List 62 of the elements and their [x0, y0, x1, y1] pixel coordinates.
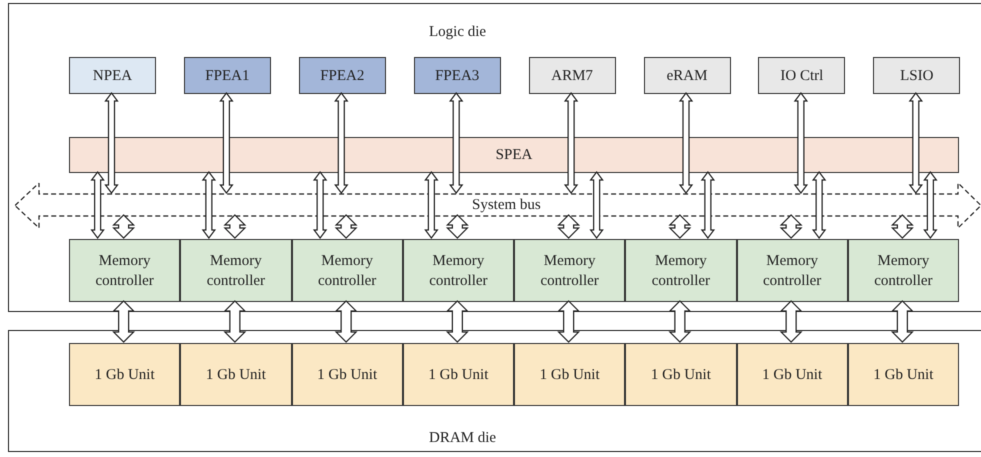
module-box: IO Ctrl	[758, 57, 846, 94]
double-arrow	[908, 92, 923, 194]
double-arrow	[557, 300, 580, 343]
double-arrow	[668, 300, 692, 343]
memory-unit-box: 1 Gb Unit	[69, 343, 180, 406]
double-arrow	[334, 92, 348, 194]
die-outline	[8, 330, 981, 452]
double-arrow	[446, 300, 469, 343]
controller-box: Memory controller	[625, 239, 736, 302]
module-box: LSIO	[873, 57, 960, 94]
module-box: FPEA2	[298, 57, 386, 94]
double-arrow	[446, 214, 469, 239]
double-arrow	[424, 171, 439, 239]
controller-box: Memory controller	[514, 239, 626, 302]
double-arrow	[449, 92, 464, 194]
memory-unit-box: 1 Gb Unit	[514, 343, 626, 406]
double-arrow	[312, 171, 328, 239]
module-box: eRAM	[644, 57, 730, 94]
memory-unit-box: 1 Gb Unit	[292, 343, 403, 406]
double-arrow	[223, 300, 246, 343]
memory-unit-box: 1 Gb Unit	[180, 343, 292, 406]
double-arrow	[700, 171, 716, 239]
system-bus-band	[15, 183, 981, 228]
double-arrow	[334, 300, 358, 343]
controller-box: Memory controller	[292, 239, 403, 302]
double-arrow	[90, 171, 105, 239]
double-arrow	[104, 92, 119, 194]
die-label: Logic die	[429, 23, 486, 42]
memory-unit-box: 1 Gb Unit	[848, 343, 959, 406]
module-box: ARM7	[528, 57, 616, 94]
spea-bar: SPEA	[69, 137, 959, 173]
memory-unit-box: 1 Gb Unit	[736, 343, 848, 406]
double-arrow	[780, 214, 803, 239]
double-arrow	[112, 300, 136, 343]
double-arrow	[557, 214, 580, 239]
double-arrow	[668, 214, 692, 239]
controller-box: Memory controller	[848, 239, 959, 302]
double-arrow	[589, 171, 604, 239]
die-label: DRAM die	[429, 428, 496, 448]
double-arrow	[112, 214, 136, 239]
controller-box: Memory controller	[69, 239, 180, 302]
double-arrow	[923, 171, 938, 239]
controller-box: Memory controller	[736, 239, 848, 302]
module-box: FPEA1	[184, 57, 271, 94]
module-box: FPEA3	[414, 57, 501, 94]
module-box: NPEA	[69, 57, 156, 94]
double-arrow	[202, 171, 216, 239]
controller-box: Memory controller	[180, 239, 292, 302]
controller-box: Memory controller	[402, 239, 514, 302]
double-arrow	[223, 214, 246, 239]
double-arrow	[219, 92, 234, 194]
double-arrow	[780, 300, 803, 343]
memory-unit-box: 1 Gb Unit	[402, 343, 514, 406]
double-arrow	[334, 214, 358, 239]
double-arrow	[564, 92, 578, 194]
double-arrow	[794, 92, 808, 194]
die-outline	[8, 3, 981, 312]
double-arrow	[678, 92, 694, 194]
double-arrow	[890, 214, 914, 239]
double-arrow	[812, 171, 826, 239]
double-arrow	[890, 300, 914, 343]
memory-unit-box: 1 Gb Unit	[625, 343, 736, 406]
